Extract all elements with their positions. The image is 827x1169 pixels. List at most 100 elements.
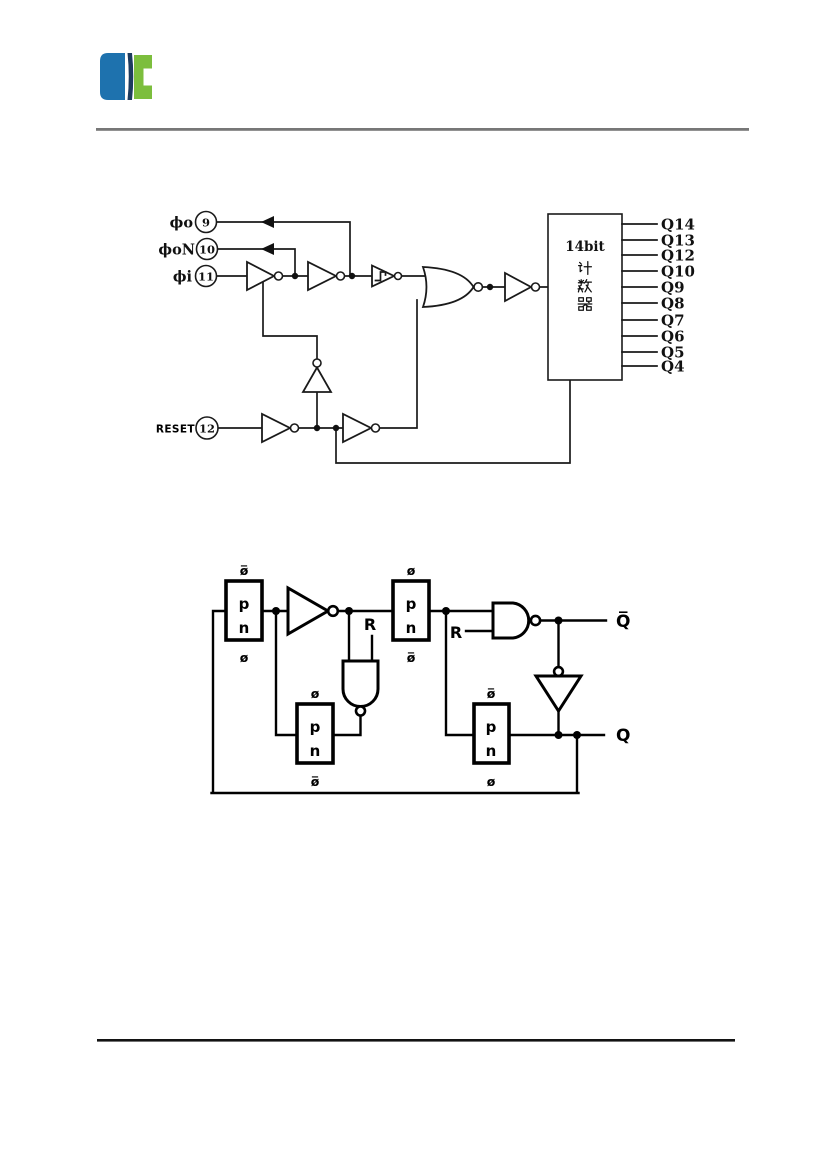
logo-navy-bar (127, 53, 134, 100)
nor-gate (421, 266, 484, 308)
n-channel-label: n (406, 619, 417, 637)
inverter-gate-1 (246, 260, 284, 292)
pin-number: 9 (202, 215, 210, 229)
oscillator-diagram: ϕo 9 ϕoN 10 ϕi 11 RESET 12 (156, 210, 695, 464)
inverter-gate-main (286, 585, 340, 637)
counter-output-row: Q10 (621, 262, 695, 280)
n-channel-label: n (310, 742, 321, 760)
counter-output-row: Q13 (621, 231, 695, 249)
node-dot (554, 731, 563, 739)
output-q-label: Q (616, 726, 630, 746)
svg-text:Q4: Q4 (661, 357, 685, 375)
hysteresis-icon (374, 271, 387, 282)
pin-number: 12 (199, 421, 215, 435)
counter-block: 14bit (547, 213, 623, 381)
inverter-gate-5 (342, 412, 381, 444)
logo-blue-block (100, 53, 125, 100)
input-phi-i: ϕi 11 (173, 264, 218, 288)
transmission-gate-top-mid: ø p n ø̅ (391, 563, 431, 665)
arrowhead-phi-o (261, 216, 274, 228)
counter-output-row: Q14 (621, 215, 695, 233)
counter-cjk-char-qi (577, 297, 593, 311)
counter-block-label: 14bit (565, 239, 605, 255)
svg-text:Q7: Q7 (661, 311, 685, 329)
counter-output-row: Q7 (621, 311, 685, 329)
node-dot (486, 283, 494, 291)
inverter-gate-4 (261, 412, 300, 444)
inverter-gate-3 (504, 271, 541, 303)
inverter-gate-2 (307, 260, 346, 292)
input-label: ϕi (173, 269, 193, 286)
input-phi-o: ϕo 9 (170, 210, 218, 234)
pin-circle (194, 264, 218, 288)
p-channel-label: p (310, 718, 321, 736)
pin-circle (194, 210, 218, 234)
phase-label-bottom: ø̅ (311, 774, 320, 789)
output-qbar-label: Q̅ (616, 610, 630, 632)
transmission-gate-top-left: ø̅ p n ø (224, 563, 264, 665)
counter-cjk-char-shu (577, 278, 593, 293)
pin-circle (195, 416, 219, 440)
svg-text:Q12: Q12 (661, 246, 695, 264)
pin-number: 11 (198, 269, 214, 283)
node-dot (332, 424, 340, 432)
n-channel-label: n (239, 619, 250, 637)
input-label: ϕoN (158, 242, 195, 259)
input-reset: RESET 12 (156, 416, 219, 440)
input-label: RESET (156, 424, 196, 436)
node-dot (291, 272, 299, 280)
logo-green-c (134, 55, 152, 99)
counter-output-row: Q9 (621, 278, 685, 296)
counter-output-row: Q6 (621, 327, 685, 345)
reset-label-b: R (450, 623, 462, 642)
nand-gate-down (341, 659, 380, 717)
counter-cjk-char-ji (577, 260, 593, 276)
node-dot (554, 616, 563, 625)
n-channel-label: n (486, 742, 497, 760)
counter-outputs: Q14 Q13 Q12 Q10 Q9 Q8 (621, 215, 695, 375)
svg-text:Q8: Q8 (661, 294, 685, 312)
svg-text:Q5: Q5 (661, 343, 685, 361)
node-dot (345, 607, 353, 615)
svg-text:Q6: Q6 (661, 327, 685, 345)
svg-text:Q13: Q13 (661, 231, 695, 249)
phase-label-bottom: ø (487, 774, 496, 789)
counter-output-row: Q12 (621, 246, 695, 264)
nand-gate-right (491, 601, 542, 640)
input-label: ϕo (170, 215, 194, 232)
p-channel-label: p (486, 718, 497, 736)
node-dot (442, 607, 450, 615)
node-dot (313, 424, 321, 432)
phase-label-top: ø̅ (487, 686, 496, 701)
node-dot (272, 607, 280, 615)
phase-label-top: ø (311, 686, 320, 701)
pin-circle (195, 237, 219, 261)
schmitt-inverter-gate (371, 264, 403, 288)
arrowhead-phi-oN (261, 243, 274, 255)
counter-output-row: Q4 (621, 357, 685, 375)
phase-label-top: ø (407, 563, 416, 578)
phase-label-bottom: ø (240, 650, 249, 665)
counter-output-row: Q5 (621, 343, 685, 361)
counter-output-row: Q8 (621, 294, 685, 312)
footer-rule (97, 1039, 735, 1042)
company-logo (100, 53, 152, 100)
svg-text:Q9: Q9 (661, 278, 685, 296)
transmission-gate-bottom-left: ø p n ø̅ (295, 686, 335, 789)
node-dot (573, 731, 581, 739)
phase-label-top: ø̅ (240, 563, 249, 578)
inverter-gate-qbar-to-q (533, 665, 584, 714)
reset-label-a: R (364, 615, 376, 634)
flipflop-diagram: ø̅ p n ø R ø p n ø̅ ø (210, 563, 630, 795)
svg-text:Q14: Q14 (661, 215, 695, 233)
p-channel-label: p (406, 595, 417, 613)
header-rule (96, 128, 749, 131)
input-phi-oN: ϕoN 10 (158, 237, 219, 261)
p-channel-label: p (239, 595, 250, 613)
transmission-gate-bottom-right: ø̅ p n ø (472, 686, 511, 789)
pin-number: 10 (199, 242, 215, 256)
inverter-gate-up (301, 358, 333, 393)
node-dot (348, 272, 356, 280)
phase-label-bottom: ø̅ (407, 650, 416, 665)
